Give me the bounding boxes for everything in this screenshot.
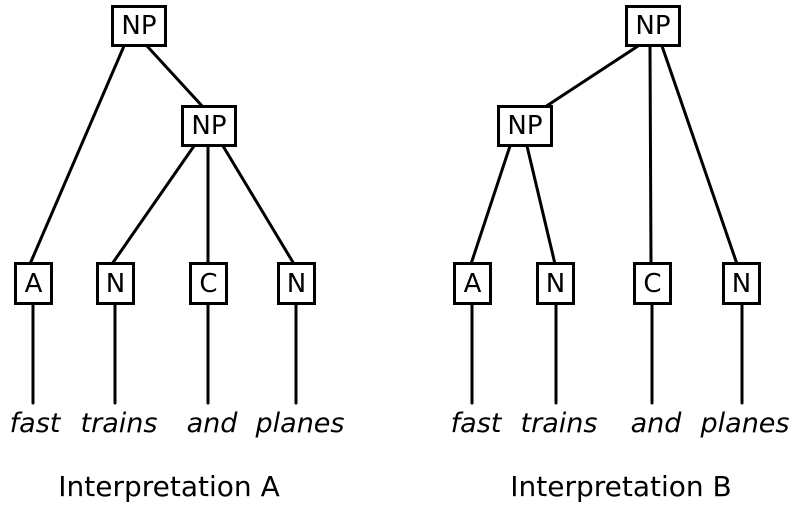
tree-a-caption: Interpretation A: [58, 470, 280, 503]
edge-a-root-to-leaf-a: [28, 44, 126, 266]
tree-b-word-planes: planes: [700, 408, 790, 439]
tree-a-word-planes: planes: [255, 408, 345, 439]
edge-a-root-to-inner-np: [145, 44, 205, 109]
tree-b-leaf-n1-node: N: [536, 262, 575, 305]
tree-b-word-and: and: [630, 408, 682, 439]
tree-a-inner-np-node: NP: [181, 105, 237, 147]
edge-b-root-to-leaf-c: [648, 44, 653, 266]
tree-b-leaf-n2-node: N: [722, 262, 761, 305]
tree-b-leaf-c-node: C: [633, 262, 672, 305]
tree-a-word-fast: fast: [9, 408, 61, 439]
tree-b-root-np-node: NP: [625, 5, 681, 47]
tree-b-caption: Interpretation B: [510, 470, 732, 503]
tree-a-word-trains: trains: [80, 408, 158, 439]
edge-b-inner-to-leaf-a: [469, 144, 512, 266]
edge-a-inner-to-leaf-n2: [221, 144, 296, 266]
tree-b-leaf-a-node: A: [453, 262, 492, 305]
edge-b-root-to-inner-np: [543, 44, 640, 109]
tree-a-leaf-n2-node: N: [277, 262, 316, 305]
edge-b-root-to-leaf-n2: [660, 44, 739, 266]
edge-b-inner-to-leaf-n1: [525, 144, 557, 266]
tree-a-root-np-node: NP: [111, 5, 167, 47]
tree-a-leaf-c-node: C: [189, 262, 228, 305]
tree-b-inner-np-node: NP: [497, 105, 553, 147]
tree-a-leaf-n1-node: N: [96, 262, 135, 305]
tree-b-word-fast: fast: [450, 408, 502, 439]
tree-a-leaf-a-node: A: [14, 262, 53, 305]
tree-b-word-trains: trains: [520, 408, 598, 439]
edge-a-inner-to-leaf-n1: [110, 144, 196, 266]
tree-a-word-and: and: [186, 408, 238, 439]
